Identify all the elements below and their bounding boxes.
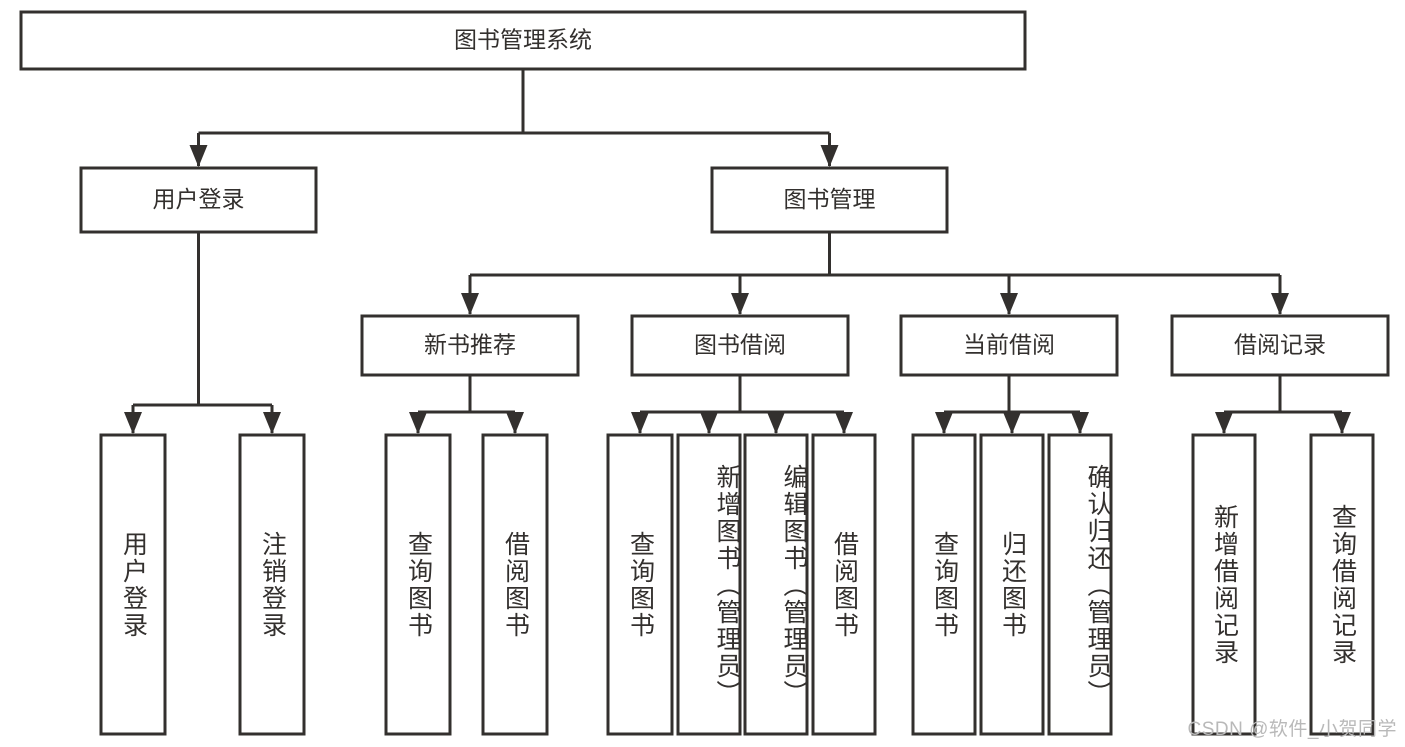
node-box-leaf-0[interactable]	[99, 433, 167, 736]
node-box-leaf-7[interactable]	[811, 433, 877, 736]
node-box-leaf-8[interactable]	[911, 433, 977, 736]
node-box-level2-0[interactable]	[79, 166, 318, 234]
node-box-leaf-1[interactable]	[238, 433, 306, 736]
arrow-to-leaf-3	[506, 412, 524, 434]
node-label-level2-0: 用户登录	[153, 186, 245, 212]
arrow-to-leaf-12	[1333, 412, 1351, 434]
arrow-to-leaf-0	[124, 412, 142, 434]
arrow-to-leaf-4	[631, 412, 649, 434]
arrow-to-leaf-11	[1215, 412, 1233, 434]
node-label-level3-0: 新书推荐	[424, 332, 516, 358]
node-label-level2-1: 图书管理	[784, 186, 876, 212]
node-box-level3-3[interactable]	[1170, 314, 1390, 377]
arrow-to-level3-0	[461, 293, 479, 315]
node-box-root[interactable]	[19, 10, 1027, 71]
arrow-to-level3-2	[1000, 293, 1018, 315]
node-box-leaf-5[interactable]	[676, 433, 742, 736]
arrow-to-leaf-1	[263, 412, 281, 434]
arrow-to-level3-3	[1271, 293, 1289, 315]
arrow-to-leaf-6	[767, 412, 785, 434]
node-box-leaf-10[interactable]	[1047, 433, 1113, 736]
node-label-root: 图书管理系统	[454, 27, 592, 53]
node-box-level3-0[interactable]	[360, 314, 580, 377]
box-layer	[19, 10, 1390, 736]
node-box-leaf-4[interactable]	[606, 433, 674, 736]
node-box-level3-2[interactable]	[899, 314, 1119, 377]
arrow-to-leaf-8	[935, 412, 953, 434]
node-box-leaf-6[interactable]	[743, 433, 809, 736]
node-box-leaf-3[interactable]	[481, 433, 549, 736]
arrow-to-leaf-9	[1003, 412, 1021, 434]
node-box-leaf-2[interactable]	[384, 433, 452, 736]
arrow-to-level2-1	[820, 145, 839, 167]
arrow-to-leaf-10	[1071, 412, 1089, 434]
arrow-to-leaf-7	[835, 412, 853, 434]
arrow-to-leaf-2	[409, 412, 427, 434]
watermark-text: CSDN @软件_小贺同学	[1187, 719, 1397, 740]
arrow-to-level2-0	[189, 145, 208, 167]
node-box-level3-1[interactable]	[630, 314, 850, 377]
node-label-level3-3: 借阅记录	[1234, 332, 1326, 358]
node-box-leaf-9[interactable]	[979, 433, 1045, 736]
node-box-leaf-11[interactable]	[1191, 433, 1257, 736]
arrow-to-leaf-5	[700, 412, 718, 434]
node-label-level3-1: 图书借阅	[694, 332, 786, 358]
node-label-level3-2: 当前借阅	[963, 332, 1055, 358]
arrow-to-level3-1	[731, 293, 749, 315]
node-box-level2-1[interactable]	[710, 166, 949, 234]
node-box-leaf-12[interactable]	[1309, 433, 1375, 736]
connector-layer	[124, 69, 1351, 434]
